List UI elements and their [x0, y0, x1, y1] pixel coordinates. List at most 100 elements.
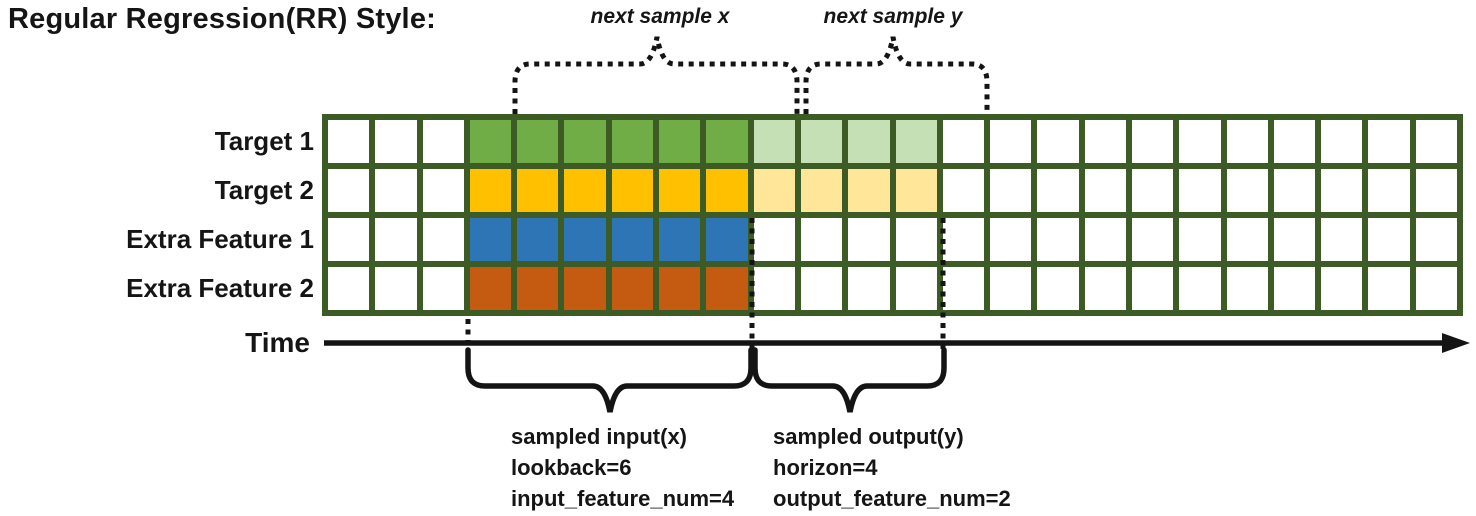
next-sample-x-label: next sample x: [590, 5, 730, 28]
grid-cell: [848, 120, 890, 163]
grid-cell: [1131, 169, 1174, 212]
grid-cell: [611, 218, 654, 261]
sampled-input-brace: [465, 347, 754, 413]
diagram-title: Regular Regression(RR) Style:: [8, 3, 436, 35]
row-label-target-2: Target 2: [214, 175, 314, 205]
next-sample-y-brace: [803, 36, 990, 114]
grid-cell: [1273, 218, 1316, 261]
grid-cell: [1037, 267, 1079, 310]
grid-cell: [1084, 267, 1126, 310]
grid-cell: [800, 267, 843, 310]
grid-cell: [1273, 267, 1316, 310]
grid-cell: [517, 218, 559, 261]
row-label-target-1: Target 1: [214, 126, 314, 156]
grid-cell: [328, 120, 370, 163]
grid-cell: [564, 267, 606, 310]
row-label-extra-feature-2: Extra Feature 2: [126, 273, 314, 303]
grid-cell: [942, 120, 985, 163]
grid-cell: [800, 169, 843, 212]
grid-cell: [1415, 218, 1457, 261]
grid-cell: [1368, 120, 1410, 163]
grid-cell: [517, 120, 559, 163]
grid-cell: [469, 218, 512, 261]
grid-cell: [659, 120, 701, 163]
grid-cell: [1037, 169, 1079, 212]
grid-cell: [564, 120, 606, 163]
sampled-output-brace: [752, 347, 947, 413]
grid-cell: [990, 218, 1032, 261]
grid-cell: [942, 218, 985, 261]
grid-cell: [611, 120, 654, 163]
grid-cell: [800, 120, 843, 163]
grid-cell: [1179, 169, 1221, 212]
grid-cell: [375, 218, 417, 261]
grid-cell: [1131, 120, 1174, 163]
grid-cell: [1179, 120, 1221, 163]
grid-cell: [1321, 267, 1363, 310]
row-label-extra-feature-1: Extra Feature 1: [126, 224, 314, 254]
grid-cell: [706, 267, 748, 310]
grid-cell: [942, 169, 985, 212]
grid-cell: [1368, 218, 1410, 261]
sampled-input-title: sampled input(x): [511, 424, 688, 449]
grid-cell: [1179, 267, 1221, 310]
grid-cell: [753, 267, 795, 310]
grid-cell: [469, 169, 512, 212]
grid-cell: [1321, 120, 1363, 163]
grid-cell: [422, 120, 464, 163]
grid-cell: [706, 218, 748, 261]
grid-cell: [1037, 120, 1079, 163]
grid-cell: [753, 120, 795, 163]
grid-cell: [895, 218, 937, 261]
grid-cell: [422, 267, 464, 310]
grid-cell: [375, 169, 417, 212]
grid-cell: [659, 267, 701, 310]
grid-cell: [375, 120, 417, 163]
grid-cell: [1368, 169, 1410, 212]
grid-cell: [375, 267, 417, 310]
grid-cell: [706, 169, 748, 212]
time-axis-label: Time: [245, 327, 310, 358]
grid-cell: [848, 169, 890, 212]
grid-cell: [1084, 218, 1126, 261]
grid-cell: [1226, 120, 1268, 163]
grid-cell: [1226, 218, 1268, 261]
grid-cell: [753, 169, 795, 212]
sampled-output-title: sampled output(y): [773, 424, 964, 449]
next-sample-x-brace: [512, 36, 800, 114]
input-feature-num-value: input_feature_num=4: [511, 486, 735, 511]
grid-cell: [895, 267, 937, 310]
time-axis-arrowhead: [1442, 333, 1470, 353]
grid-cell: [564, 218, 606, 261]
grid-cell: [848, 267, 890, 310]
horizon-value: horizon=4: [773, 455, 878, 480]
grid-cell: [1368, 267, 1410, 310]
grid-cell: [611, 169, 654, 212]
grid-cell: [1321, 169, 1363, 212]
next-sample-y-label: next sample y: [823, 5, 963, 28]
grid-cell: [469, 120, 512, 163]
grid-cell: [1226, 169, 1268, 212]
grid-cell: [942, 267, 985, 310]
grid-cell: [469, 267, 512, 310]
grid-cell: [1179, 218, 1221, 261]
grid-cell: [422, 169, 464, 212]
grid-cell: [328, 218, 370, 261]
output-feature-num-value: output_feature_num=2: [773, 486, 1011, 511]
grid-cell: [800, 218, 843, 261]
sampled-input-block: sampled input(x) lookback=6 input_featur…: [511, 421, 734, 514]
grid-cell: [848, 218, 890, 261]
grid-cell: [1037, 218, 1079, 261]
grid-cell: [753, 218, 795, 261]
grid-cell: [706, 120, 748, 163]
grid-cell: [1273, 169, 1316, 212]
grid-cell: [659, 218, 701, 261]
grid-cell: [659, 169, 701, 212]
grid-cell: [611, 267, 654, 310]
grid-cell: [990, 267, 1032, 310]
grid-cell: [517, 267, 559, 310]
grid-cell: [328, 169, 370, 212]
grid-cell: [422, 218, 464, 261]
grid-cell: [1273, 120, 1316, 163]
grid-cell: [1321, 218, 1363, 261]
